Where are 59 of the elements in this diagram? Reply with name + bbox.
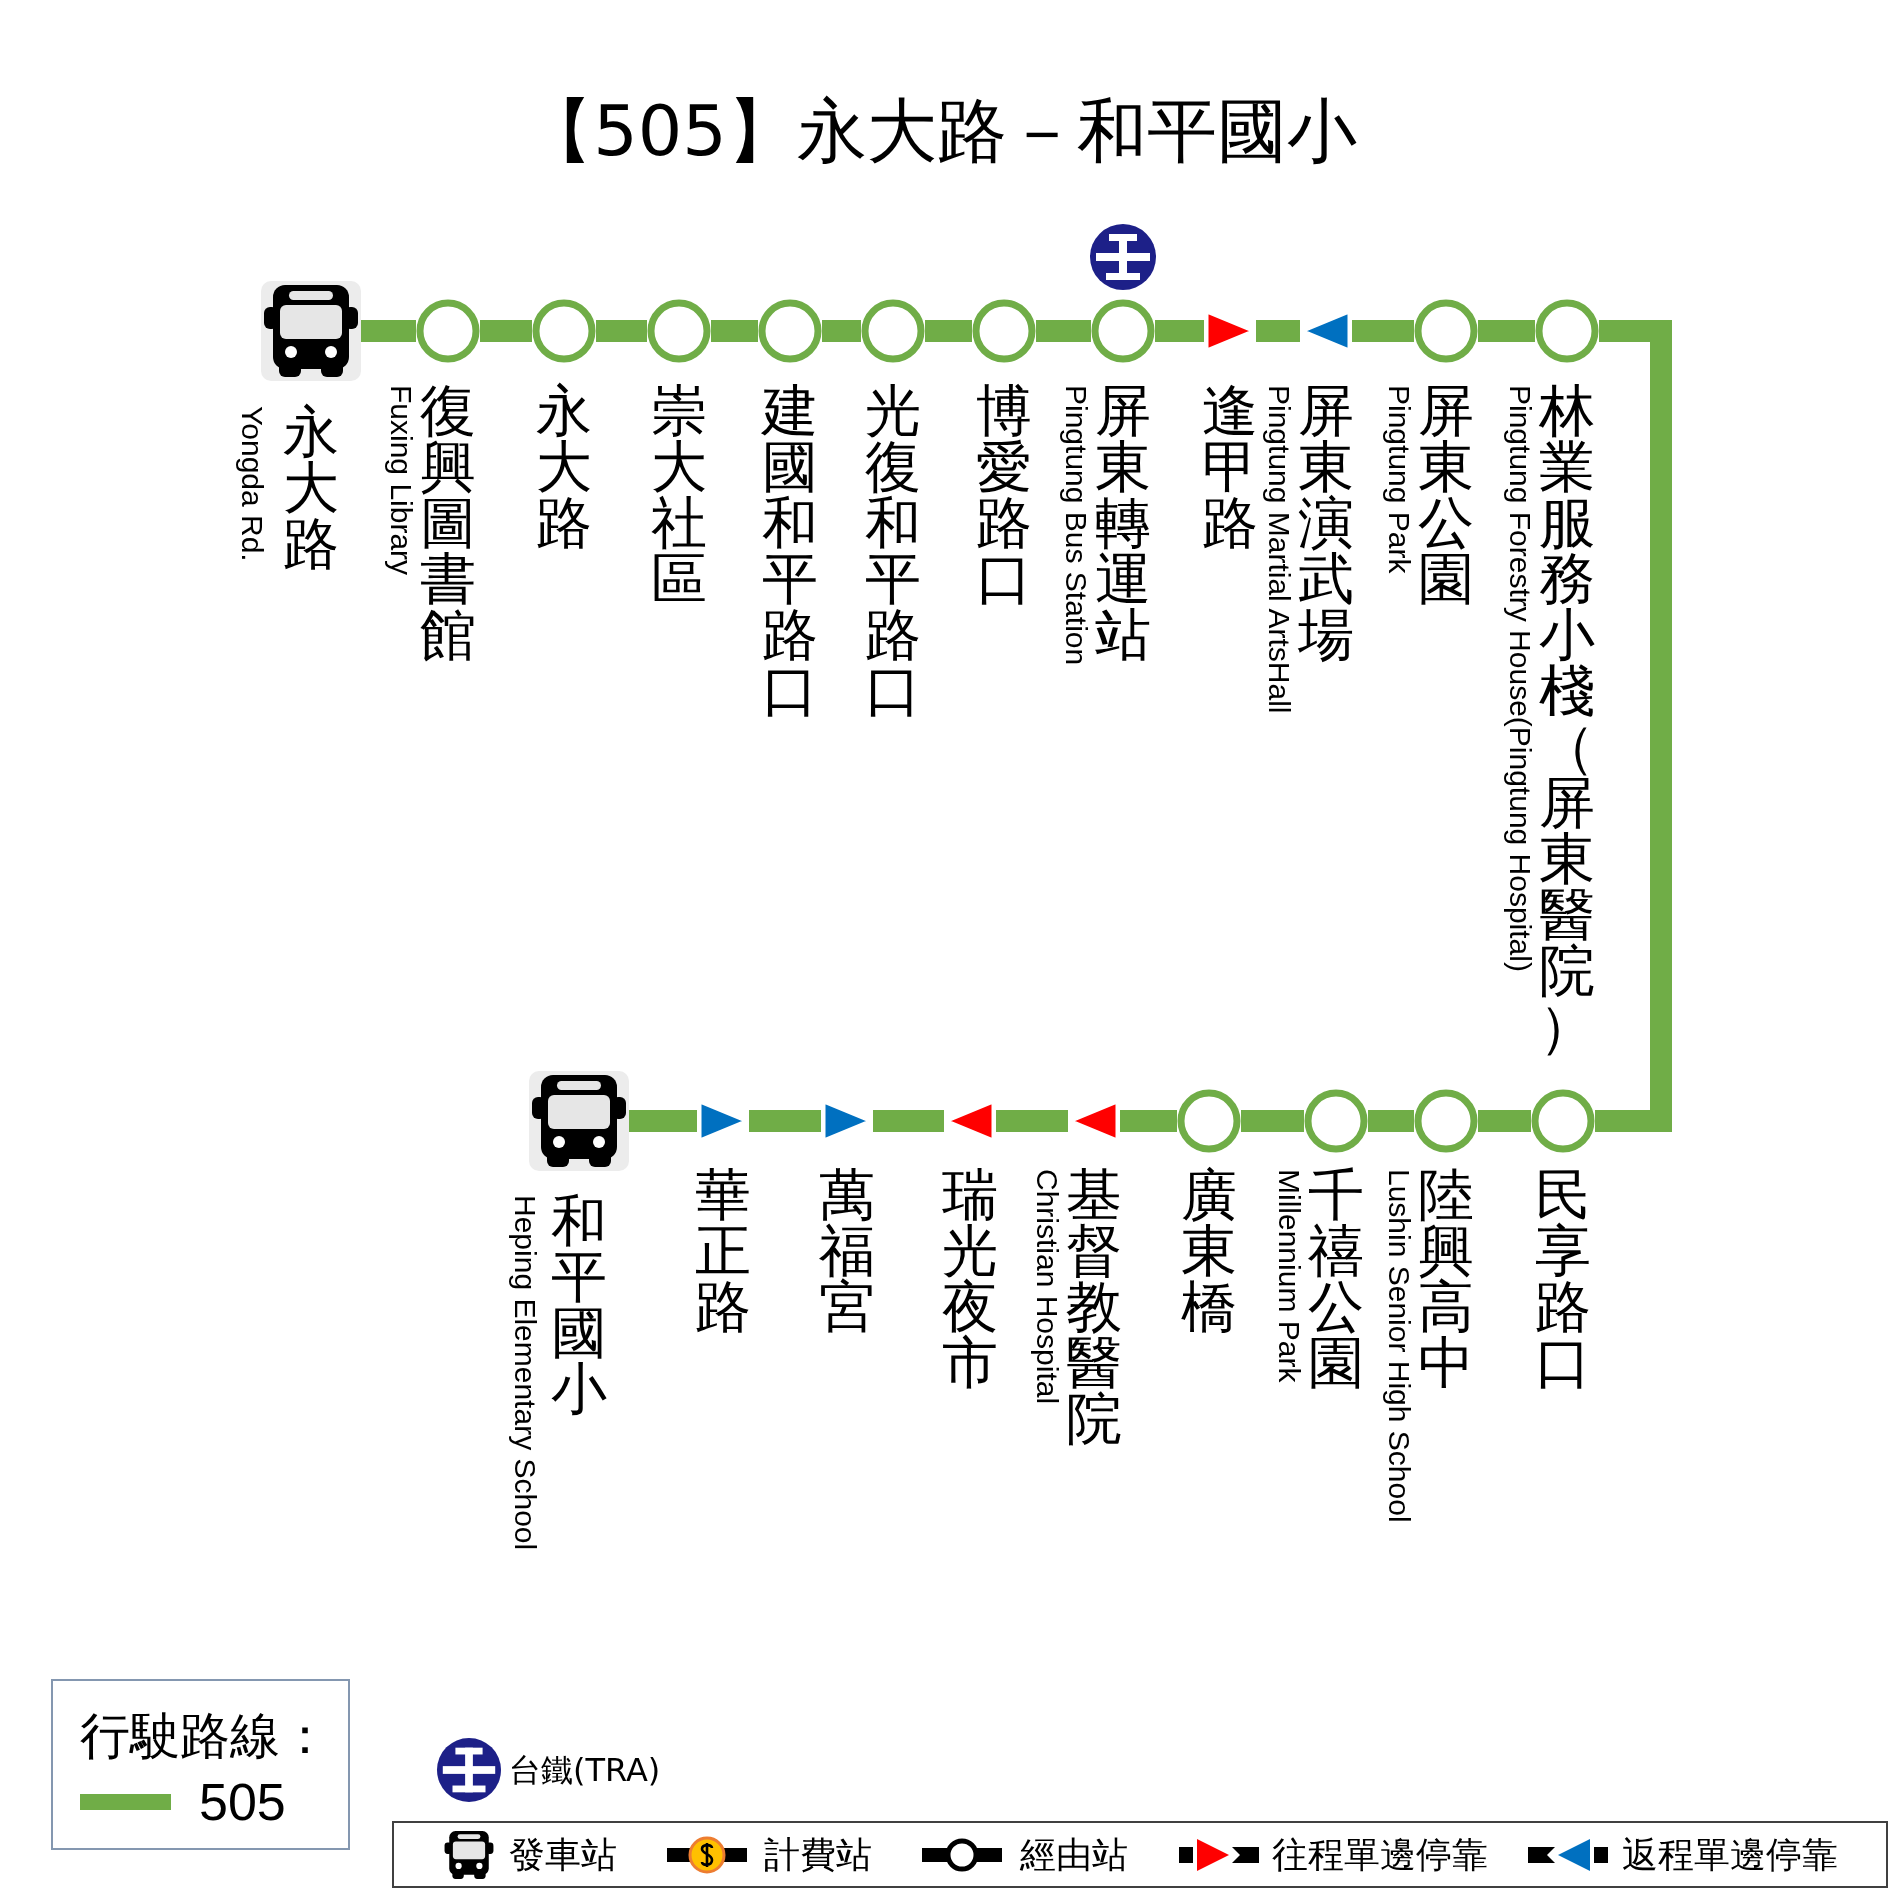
stop-name: 瑞光夜市: [941, 1167, 999, 1391]
legend-label: 計費站: [764, 1837, 872, 1873]
stop-name-english: Fuxing Library: [386, 385, 416, 576]
route-line: [629, 1110, 697, 1132]
route-line: [1120, 1110, 1177, 1132]
stop-name-english: Yongda Rd.: [237, 406, 267, 562]
stop-name: 華正路: [694, 1167, 752, 1335]
legend-label: 台鐵(TRA): [509, 1754, 661, 1786]
stop-name: 博愛路口: [975, 383, 1033, 607]
stop-name: 屏東公園: [1417, 383, 1475, 607]
stop-name: 萬福宮: [818, 1167, 876, 1335]
route-line: [1478, 1110, 1531, 1132]
stop-name-english: Christian Hospital: [1032, 1169, 1062, 1405]
stop-name: 基督教醫院: [1065, 1167, 1123, 1447]
route-line: [1478, 320, 1535, 342]
legend-label: 505: [199, 1776, 286, 1828]
stop-name-english: Millennium Park: [1274, 1169, 1304, 1383]
legend-label: 發車站: [509, 1837, 617, 1873]
route-line: [822, 320, 861, 342]
route-line: [1352, 320, 1414, 342]
stop-name-english: Pingtung Martial ArtsHall: [1264, 385, 1294, 714]
stop-name: 民享路口: [1534, 1167, 1592, 1391]
stop-name: 逢甲路: [1201, 383, 1259, 551]
stop-name-english: Heping Elementary School: [510, 1195, 540, 1551]
route-line: [1241, 1110, 1304, 1132]
route-line: [361, 320, 416, 342]
route-line: [1368, 1110, 1414, 1132]
route-line: [749, 1110, 821, 1132]
stop-name: 林業服務小棧（屏東醫院）: [1538, 383, 1596, 1055]
stop-name-english: Pingtung Bus Station: [1061, 385, 1091, 666]
stop-name: 永大路: [535, 383, 593, 551]
stop-name: 永大路: [282, 404, 340, 572]
legend-label: 往程單邊停靠: [1272, 1837, 1488, 1873]
route-line: [873, 1110, 944, 1132]
route-line: [925, 320, 972, 342]
stop-name: 千禧公園: [1307, 1167, 1365, 1391]
stop-name: 和平國小: [550, 1193, 608, 1417]
route-line: [1256, 320, 1300, 342]
stop-name-english: Pingtung Park: [1384, 385, 1414, 574]
route-line: [996, 1110, 1068, 1132]
stop-name: 廣東橋: [1180, 1167, 1238, 1335]
route-line: [480, 320, 532, 342]
stop-name-english: Lushin Senior High School: [1384, 1169, 1414, 1523]
stop-name: 屏東轉運站: [1094, 383, 1152, 663]
legend-label: 返程單邊停靠: [1622, 1837, 1838, 1873]
legend-heading: 行駛路線：: [80, 1711, 330, 1761]
stop-name: 陸興高中: [1417, 1167, 1475, 1391]
stop-name: 光復和平路口: [864, 383, 922, 719]
route-line: [596, 320, 647, 342]
route-line: [1155, 320, 1204, 342]
stop-name-english: Pingtung Forestry House(Pingtung Hospital): [1505, 385, 1535, 972]
route-line: [1036, 320, 1091, 342]
stop-name: 崇大社區: [650, 383, 708, 607]
route-line: [711, 320, 758, 342]
stop-name: 復興圖書館: [419, 383, 477, 663]
title: 【505】永大路－和平國小: [523, 96, 1357, 166]
stop-name: 建國和平路口: [760, 383, 819, 719]
stop-name: 屏東演武場: [1297, 383, 1355, 663]
legend-label: 經由站: [1020, 1837, 1128, 1873]
